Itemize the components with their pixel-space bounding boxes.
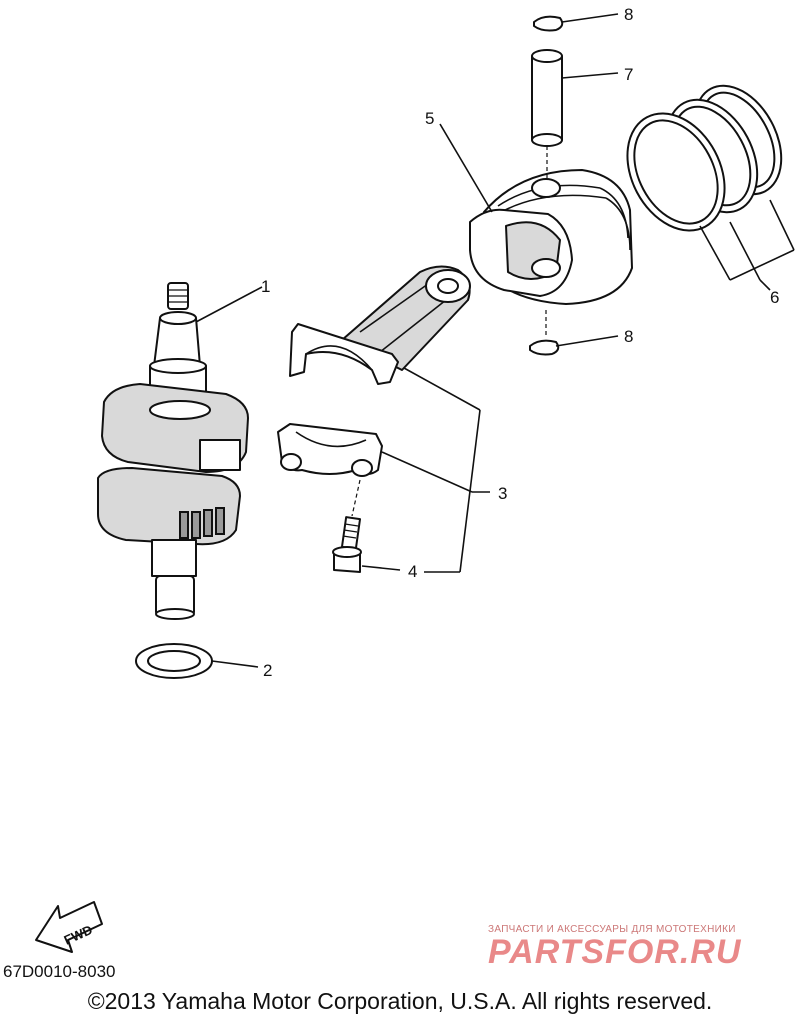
callout-1: 1 — [261, 277, 270, 296]
watermark-logo: PARTSFOR.RU — [488, 933, 742, 971]
piston-rings-part[interactable] — [608, 71, 799, 247]
circlip-top-part[interactable] — [533, 15, 564, 32]
piston-pin-part[interactable] — [531, 49, 563, 180]
callout-8-top: 8 — [624, 5, 633, 24]
connecting-rod-part[interactable] — [277, 265, 471, 477]
crankshaft-gear-teeth — [179, 507, 225, 539]
callout-6: 6 — [770, 288, 779, 307]
leader-lines — [195, 13, 795, 668]
washer-part[interactable] — [135, 643, 213, 679]
piston-part[interactable] — [469, 169, 633, 305]
crankshaft-part[interactable] — [97, 282, 249, 620]
watermark: ЗАПЧАСТИ И АКСЕССУАРЫ ДЛЯ МОТОТЕХНИКИ PA… — [488, 924, 788, 972]
callout-5: 5 — [425, 109, 434, 128]
watermark-tagline: ЗАПЧАСТИ И АКСЕССУАРЫ ДЛЯ МОТОТЕХНИКИ — [488, 924, 736, 935]
callout-2: 2 — [263, 661, 272, 680]
circlip-bottom-part[interactable] — [529, 310, 560, 356]
callout-8-bottom: 8 — [624, 327, 633, 346]
callout-7: 7 — [624, 65, 633, 84]
fwd-arrow-icon: FWD — [35, 901, 103, 953]
copyright-notice: ©2013 Yamaha Motor Corporation, U.S.A. A… — [87, 988, 713, 1014]
bolt-part[interactable] — [332, 479, 362, 573]
callout-4: 4 — [408, 562, 417, 581]
diagram-code: 67D0010-8030 — [3, 962, 116, 981]
callout-3: 3 — [498, 484, 507, 503]
callout-numbers: 1 2 3 4 5 6 7 8 8 — [261, 5, 779, 680]
